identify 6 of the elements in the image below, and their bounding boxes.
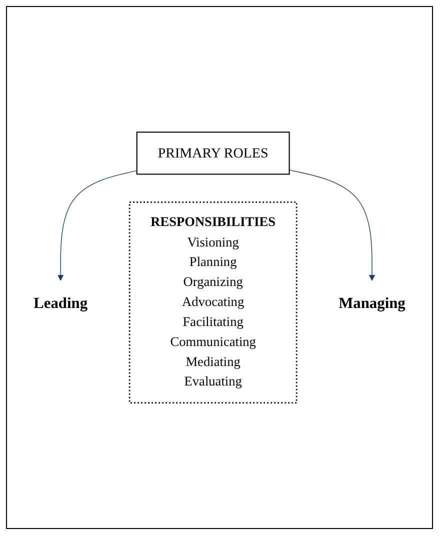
node-text: Managing bbox=[338, 294, 406, 312]
node-text: Leading bbox=[34, 294, 88, 312]
arrow bbox=[58, 170, 138, 281]
arrow bbox=[288, 170, 376, 281]
node-box: RESPONSIBILITIES Visioning Planning Organizing Advocating Facilitating Communicating Mediating Evaluating bbox=[128, 202, 298, 404]
node-box: PRIMARY ROLES bbox=[136, 132, 290, 175]
